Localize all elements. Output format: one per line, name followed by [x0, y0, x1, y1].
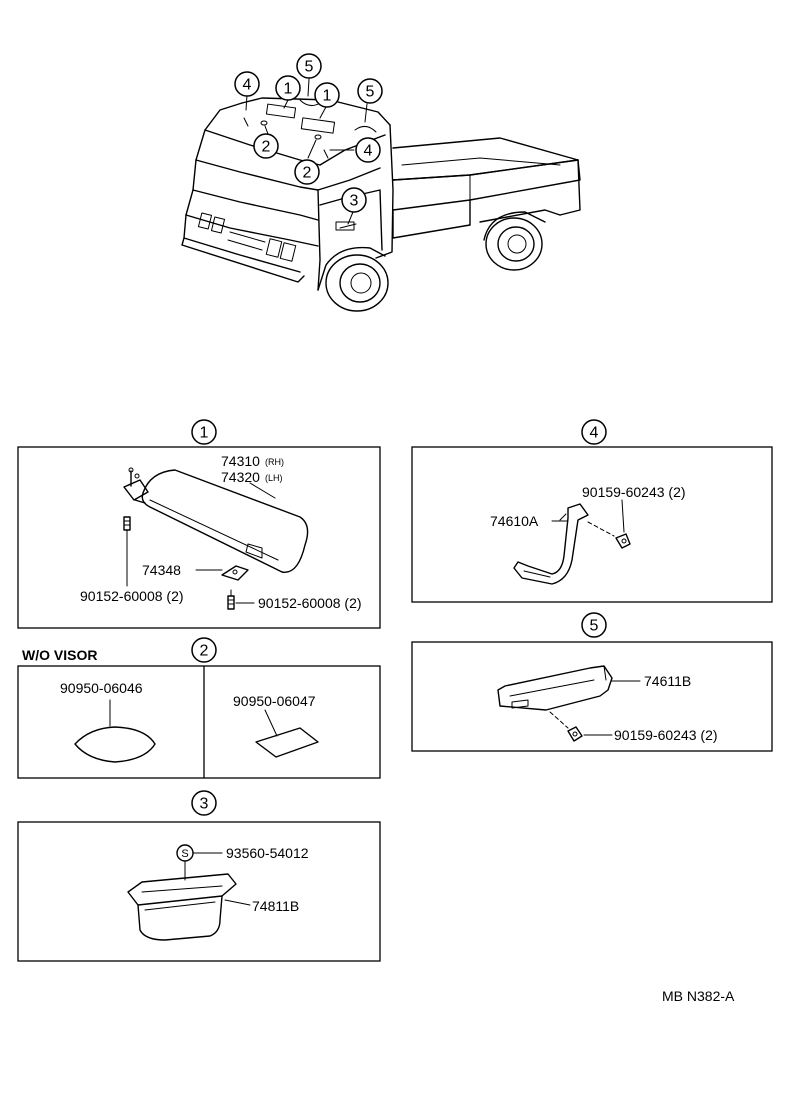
diagram-code: MB N382-A [662, 988, 735, 1004]
grip-part-number: 74610A [490, 513, 539, 529]
callout-number: 2 [303, 165, 312, 182]
section-2-number: 2 [200, 643, 209, 660]
callout-number: 3 [350, 193, 359, 210]
callout-number: 4 [364, 143, 373, 160]
screw-part-number: 90159-60243 (2) [614, 727, 718, 743]
truck-callout-5-center: 5 [296, 53, 322, 79]
truck-callout-4-right: 4 [355, 137, 381, 163]
holder-part-number: 74348 [142, 562, 181, 578]
truck-illustration [181, 78, 581, 312]
screw-right-part-number: 90152-60008 (2) [258, 595, 362, 611]
truck-callout-4-left: 4 [234, 71, 260, 97]
section-2-without-visor: W/O VISOR 2 90950-06046 90950-06047 [17, 637, 381, 779]
pocket-drawing [127, 873, 237, 941]
screw-part-number: 93560-54012 [226, 845, 309, 861]
truck-callout-1-left: 1 [275, 75, 301, 101]
screw-left-part-number: 90152-60008 (2) [80, 588, 184, 604]
truck-callout-1-right: 1 [314, 82, 340, 108]
section-4-assist-grip: 4 90159-60243 (2) 74610A [411, 419, 773, 603]
screw-part-number: 90159-60243 (2) [582, 484, 686, 500]
truck-callout-3: 3 [341, 187, 367, 213]
callout-number: 1 [323, 88, 332, 105]
assist-grip-drawing [513, 499, 631, 585]
section-3-number: 3 [200, 796, 209, 813]
cover-oval-drawing [74, 726, 156, 763]
truck-callout-2-right: 2 [294, 159, 320, 185]
callout-number: 5 [366, 84, 375, 101]
section-5-frame [411, 641, 773, 752]
visor-rh-part-number: 74310 [221, 453, 260, 469]
visor-lh-suffix: (LH) [265, 473, 283, 483]
callout-number: 1 [284, 81, 293, 98]
section-1-number: 1 [200, 425, 209, 442]
cover-right-part-number: 90950-06047 [233, 693, 316, 709]
cover-left-part-number: 90950-06046 [60, 680, 143, 696]
grip-part-number: 74611B [644, 673, 691, 689]
pocket-part-number: 74811B [252, 898, 299, 914]
sun-visor-drawing [123, 467, 309, 610]
section-5-number: 5 [590, 618, 599, 635]
section-3-pocket: 3 S 93560-54012 74811B [17, 790, 381, 962]
visor-rh-suffix: (RH) [265, 457, 284, 467]
callout-number: 5 [305, 59, 314, 76]
screw-s-symbol: S [181, 848, 188, 860]
grip-drawing [497, 665, 641, 742]
section-1-frame [17, 446, 381, 629]
callout-number: 2 [262, 139, 271, 156]
section-3-frame [17, 821, 381, 962]
section-4-number: 4 [590, 425, 599, 442]
section-4-frame [411, 446, 773, 603]
truck-callout-2-left: 2 [253, 133, 279, 159]
section-1-sun-visor: 1 [17, 419, 381, 629]
callout-number: 4 [243, 77, 252, 94]
section-2-title: W/O VISOR [22, 647, 97, 663]
section-5-grip: 5 74611B 90159-60243 (2) [411, 612, 773, 752]
cover-rect-drawing [255, 727, 319, 758]
section-2-frame [17, 665, 381, 779]
visor-lh-part-number: 74320 [221, 469, 260, 485]
truck-callout-5-right: 5 [357, 78, 383, 104]
